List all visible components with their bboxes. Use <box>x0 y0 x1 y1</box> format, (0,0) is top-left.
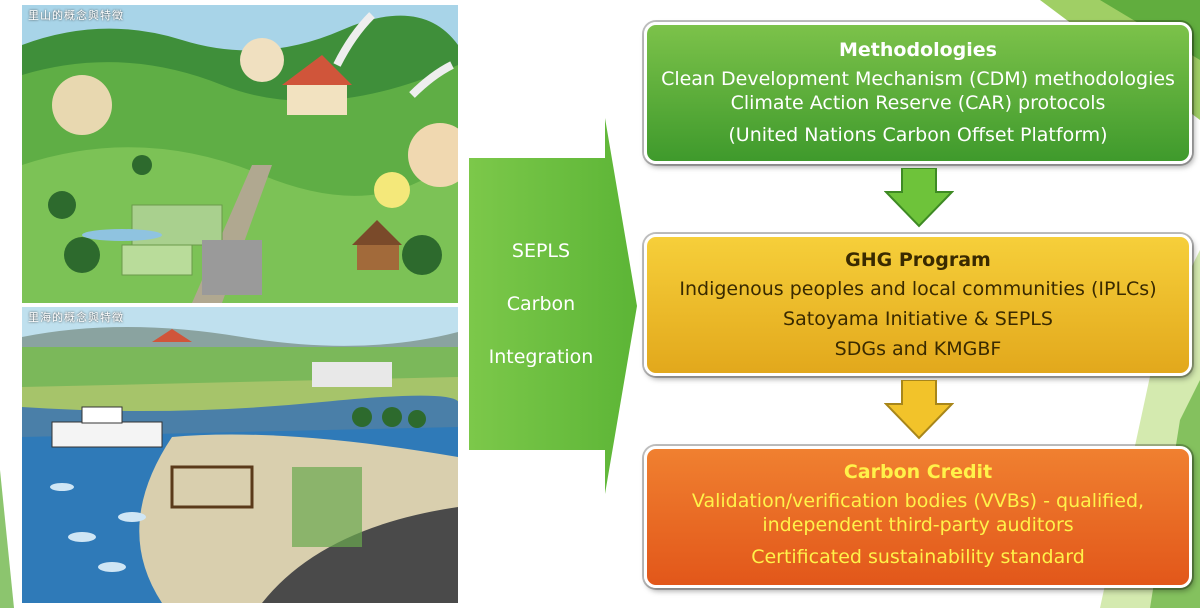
satoyama-label: 里山的概念與特徵 <box>28 9 124 22</box>
carbon-credit-line-3: Certificated sustainability standard <box>751 546 1085 568</box>
ghg-program-line-1: Indigenous peoples and local communities… <box>679 278 1157 300</box>
satoumi-illustration: 里海的概念與特徵 <box>22 307 458 603</box>
down-arrow-2 <box>884 380 954 440</box>
satoumi-label: 里海的概念與特徵 <box>28 311 124 324</box>
ghg-program-title: GHG Program <box>845 249 991 271</box>
arrow-text-carbon: Carbon <box>506 293 576 315</box>
methodologies-title: Methodologies <box>839 39 997 61</box>
methodologies-line-1: Clean Development Mechanism (CDM) method… <box>661 68 1175 90</box>
carbon-credit-box: Carbon Credit Validation/verification bo… <box>644 446 1192 588</box>
satoumi-landscape-image <box>22 307 458 603</box>
ghg-program-line-2: Satoyama Initiative & SEPLS <box>783 308 1053 330</box>
arrow-text-integration: Integration <box>488 346 594 368</box>
carbon-credit-line-2: independent third-party auditors <box>762 514 1074 536</box>
methodologies-line-3: (United Nations Carbon Offset Platform) <box>728 124 1108 146</box>
satoyama-landscape-image <box>22 5 458 303</box>
carbon-credit-title: Carbon Credit <box>843 461 993 483</box>
ghg-program-line-3: SDGs and KMGBF <box>834 338 1002 360</box>
down-arrow-1 <box>884 168 954 228</box>
ghg-program-box: GHG Program Indigenous peoples and local… <box>644 234 1192 376</box>
integration-arrow <box>469 118 637 494</box>
carbon-credit-line-1: Validation/verification bodies (VVBs) - … <box>691 490 1145 512</box>
satoyama-illustration: 里山的概念與特徵 <box>22 5 458 303</box>
methodologies-line-2: Climate Action Reserve (CAR) protocols <box>730 92 1106 114</box>
methodologies-box: Methodologies Clean Development Mechanis… <box>644 22 1192 164</box>
arrow-text-sepls: SEPLS <box>511 240 571 262</box>
